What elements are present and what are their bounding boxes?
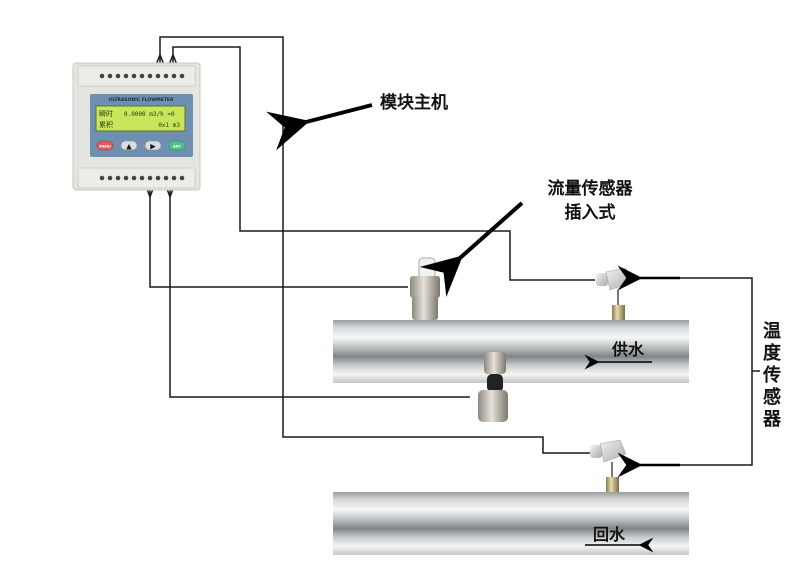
terminal-screw [99,175,105,181]
terminal-screw [107,175,113,181]
wires [142,36,760,466]
flow-sensor-lower [478,352,508,422]
terminal-screw [179,175,185,181]
terminal-screw [171,73,177,79]
svg-text:ENT: ENT [173,145,181,149]
menu-button[interactable]: MENU [96,140,114,151]
terminal-screw [99,73,105,79]
supply-pipe [333,320,689,383]
terminal-screw [179,73,185,79]
lcd-line2-value: 0x1 m3 [158,122,180,129]
supply-pipe-label: 供水 [611,340,645,359]
terminal-screw [115,73,121,79]
wire-bottom-right [169,197,470,398]
ent-button[interactable]: ENT [168,140,186,151]
wire-bottom-left [149,197,408,288]
temp-sensor-supply [596,267,633,320]
terminal-screw [163,175,169,181]
terminal-screw [115,175,121,181]
temp-sensor-return [590,439,627,492]
host-module-label: 模块主机 [380,92,448,113]
terminal-screw [131,73,137,79]
flow-sensor-upper [410,257,440,320]
lcd-line1-value: 0.0000 m3/h =0 [124,111,175,118]
flow-sensor-arrow-icon [419,201,524,297]
lcd-line2-label: 累积 [99,120,113,129]
terminal-screw [131,175,137,181]
flow-sensor-label-line2: 插入式 [565,202,616,223]
top-terminals [99,73,185,79]
svg-text:温: 温 [763,321,781,342]
terminal-screw [155,175,161,181]
terminal-screw [163,73,169,79]
terminal-screw [147,73,153,79]
svg-text:MENU: MENU [99,145,111,149]
terminal-screw [123,175,129,181]
svg-text:传: 传 [762,364,781,386]
terminal-screw [171,175,177,181]
right-button[interactable]: ▶ [144,140,162,151]
terminal-screw [123,73,129,79]
up-arrow-icon: ▲ [126,143,132,151]
brand-text: ULTRASONIC FLOWMETER [109,97,174,103]
bottom-terminals [99,175,185,181]
terminal-screw [155,73,161,79]
svg-text:感: 感 [763,386,781,408]
wire-top-outer [159,36,590,454]
terminal-screw [107,73,113,79]
svg-text:度: 度 [763,342,782,364]
terminal-screw [139,175,145,181]
right-arrow-icon: ▶ [150,143,156,151]
up-button[interactable]: ▲ [120,140,138,151]
lcd-line1-label: 瞬时 [99,109,113,118]
host-module[interactable]: ULTRASONIC FLOWMETER 瞬时 0.0000 m3/h =0 累… [72,62,201,191]
svg-text:器: 器 [762,409,782,430]
wire-top-inner [172,46,595,281]
terminal-screw [139,73,145,79]
temp-sensor-label: 温 度 传 感 器 [762,321,782,430]
lcd-screen [95,105,186,132]
flow-sensor-label-line1: 流量传感器 [548,178,634,199]
host-arrow-icon [266,103,373,151]
return-pipe-label: 回水 [593,525,626,544]
terminal-screw [147,175,153,181]
